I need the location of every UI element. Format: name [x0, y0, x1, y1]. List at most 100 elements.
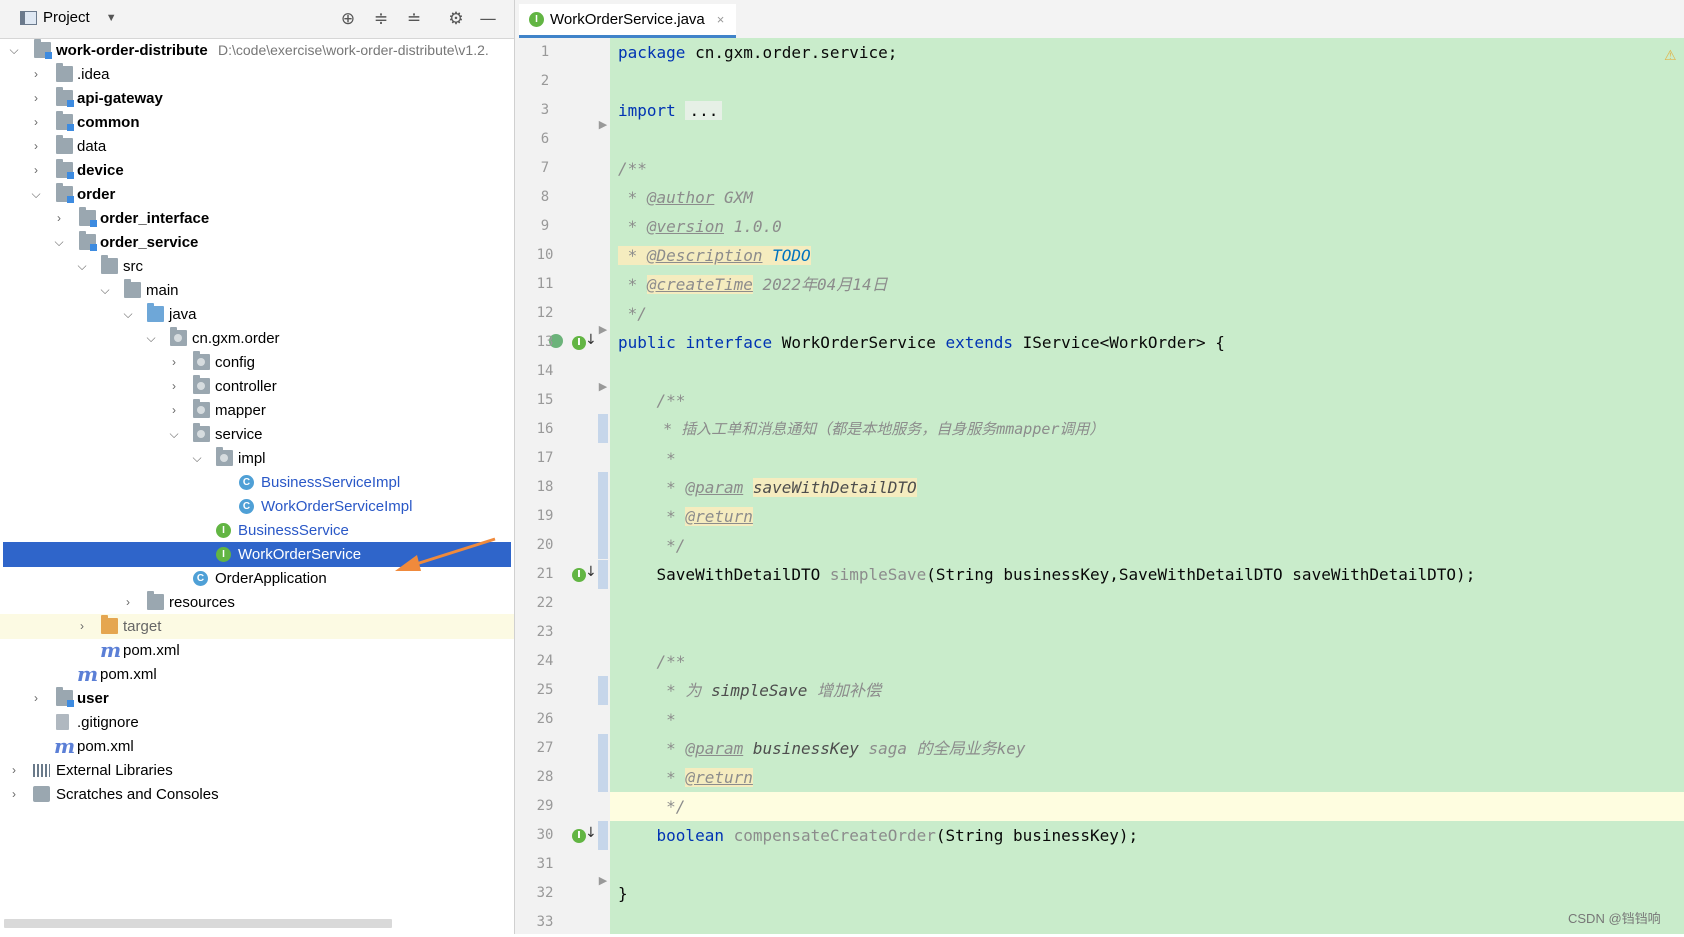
- horizontal-scrollbar[interactable]: [4, 919, 392, 928]
- tree-item-data[interactable]: › data: [0, 134, 514, 159]
- project-panel: Project ▼ ⊕ ≑ ≐ ⚙ — ⌵ work-order-distrib…: [0, 0, 515, 934]
- implemented-icon[interactable]: I↓: [572, 825, 597, 845]
- line-number: 33: [536, 914, 554, 930]
- tree-item-device[interactable]: › device: [0, 158, 514, 183]
- tree-item-external-libraries[interactable]: › External Libraries: [0, 758, 514, 783]
- chevron-right-icon[interactable]: ›: [34, 139, 38, 153]
- tree-item-label: order_interface: [100, 210, 210, 227]
- tree-item-user[interactable]: › user: [0, 686, 514, 711]
- code-line: /**: [618, 652, 686, 671]
- tree-item-label: pom.xml: [123, 642, 180, 659]
- chevron-down-icon[interactable]: ⌵: [169, 427, 179, 441]
- chevron-right-icon[interactable]: ›: [34, 91, 38, 105]
- tree-item-label: mapper: [215, 402, 266, 419]
- tree-item-src[interactable]: ⌵ src: [0, 254, 514, 279]
- line-number: 31: [536, 856, 554, 872]
- tree-item-scratches-and-consoles[interactable]: › Scratches and Consoles: [0, 782, 514, 807]
- chevron-right-icon[interactable]: ›: [34, 67, 38, 81]
- tree-item-pom-xml[interactable]: m pom.xml: [0, 662, 514, 687]
- chevron-right-icon[interactable]: ›: [80, 619, 84, 633]
- chevron-down-icon[interactable]: ⌵: [146, 331, 156, 345]
- tree-item-label: service: [215, 426, 263, 443]
- tree-item-resources[interactable]: › resources: [0, 590, 514, 615]
- watermark: CSDN @铛铛响: [1568, 911, 1661, 926]
- chevron-right-icon[interactable]: ›: [126, 595, 130, 609]
- tree-item-common[interactable]: › common: [0, 110, 514, 135]
- expand-all-icon[interactable]: ≑: [373, 9, 389, 29]
- chevron-right-icon[interactable]: ›: [34, 163, 38, 177]
- tree-item-idea[interactable]: › .idea: [0, 62, 514, 87]
- fold-icon[interactable]: ▶: [598, 118, 608, 131]
- tree-item-order-service[interactable]: ⌵ order_service: [0, 230, 514, 255]
- tree-item-order-application[interactable]: C OrderApplication: [0, 566, 514, 591]
- tree-item-work-order-service-impl[interactable]: C WorkOrderServiceImpl: [0, 494, 514, 519]
- fold-icon[interactable]: ▶: [598, 380, 608, 393]
- tree-item-api-gateway[interactable]: › api-gateway: [0, 86, 514, 111]
- chevron-right-icon[interactable]: ›: [12, 787, 16, 801]
- tree-item-service[interactable]: ⌵ service: [0, 422, 514, 447]
- spring-bean-icon[interactable]: [549, 334, 563, 348]
- tree-item-pom-xml[interactable]: m pom.xml: [0, 638, 514, 663]
- tree-item-label: src: [123, 258, 143, 275]
- tree-item-impl[interactable]: ⌵ impl: [0, 446, 514, 471]
- keyword: public: [618, 333, 676, 352]
- chevron-down-icon[interactable]: ⌵: [192, 451, 202, 465]
- tree-item-java[interactable]: ⌵ java: [0, 302, 514, 327]
- tree-item-controller[interactable]: › controller: [0, 374, 514, 399]
- tree-item-gitignore[interactable]: .gitignore: [0, 710, 514, 735]
- tree-item-business-service-impl[interactable]: C BusinessServiceImpl: [0, 470, 514, 495]
- tree-item-order[interactable]: ⌵ order: [0, 182, 514, 207]
- fold-icon[interactable]: ▶: [598, 323, 608, 336]
- line-number: 23: [536, 624, 554, 640]
- tab-work-order-service-java[interactable]: I WorkOrderService.java ×: [519, 4, 737, 38]
- chevron-down-icon[interactable]: ⌵: [123, 307, 133, 321]
- tree-item-main[interactable]: ⌵ main: [0, 278, 514, 303]
- tree-item-work-order-distribute[interactable]: ⌵ work-order-distribute D:\code\exercise…: [0, 38, 514, 63]
- tree-item-label: BusinessService: [238, 522, 349, 539]
- locate-icon[interactable]: ⊕: [340, 9, 356, 29]
- tree-item-work-order-service[interactable]: I WorkOrderService: [3, 542, 511, 567]
- tree-item-order-interface[interactable]: › order_interface: [0, 206, 514, 231]
- minimize-icon[interactable]: —: [479, 9, 497, 29]
- fold-icon[interactable]: ▶: [598, 874, 608, 887]
- tree-item-cn-gxm-order[interactable]: ⌵ cn.gxm.order: [0, 326, 514, 351]
- tree-item-business-service[interactable]: I BusinessService: [0, 518, 514, 543]
- tree-item-pom-xml[interactable]: m pom.xml: [0, 734, 514, 759]
- chevron-right-icon[interactable]: ›: [172, 403, 176, 417]
- implemented-icon[interactable]: I↓: [572, 332, 597, 352]
- tree-item-label: WorkOrderServiceImpl: [261, 498, 413, 515]
- chevron-down-icon[interactable]: ⌵: [100, 283, 110, 297]
- module-folder-icon: [79, 207, 97, 227]
- chevron-right-icon[interactable]: ›: [34, 115, 38, 129]
- warning-icon[interactable]: ⚠: [1664, 48, 1677, 64]
- chevron-down-icon[interactable]: ⌵: [9, 43, 19, 57]
- implemented-icon[interactable]: I↓: [572, 564, 597, 584]
- chevron-right-icon[interactable]: ›: [12, 763, 16, 777]
- tree-item-config[interactable]: › config: [0, 350, 514, 375]
- collapse-all-icon[interactable]: ≐: [406, 9, 422, 29]
- tree-item-mapper[interactable]: › mapper: [0, 398, 514, 423]
- close-icon[interactable]: ×: [716, 12, 725, 27]
- tree-item-label: main: [146, 282, 179, 299]
- javadoc-tag: @param: [685, 739, 744, 758]
- line-number: 1: [540, 44, 550, 60]
- tree-item-label: device: [77, 162, 124, 179]
- chevron-down-icon[interactable]: ⌵: [31, 187, 41, 201]
- chevron-right-icon[interactable]: ›: [57, 211, 61, 225]
- chevron-right-icon[interactable]: ›: [172, 355, 176, 369]
- folded-imports[interactable]: ...: [685, 101, 723, 120]
- tab-label: WorkOrderService.java: [550, 11, 705, 28]
- chevron-down-icon[interactable]: ⌵: [77, 259, 87, 273]
- code-line: * @author GXM: [618, 183, 753, 212]
- module-folder-icon: [56, 159, 74, 179]
- gear-icon[interactable]: ⚙: [448, 9, 464, 29]
- line-number: 19: [536, 508, 554, 524]
- keyword: interface: [685, 333, 773, 352]
- tree-item-target[interactable]: › target: [0, 614, 514, 639]
- code-line: * @return: [618, 763, 753, 792]
- chevron-right-icon[interactable]: ›: [34, 691, 38, 705]
- project-view-selector[interactable]: Project ▼: [20, 9, 117, 26]
- chevron-down-icon[interactable]: ⌵: [54, 235, 64, 249]
- chevron-right-icon[interactable]: ›: [172, 379, 176, 393]
- line-number: 6: [540, 131, 550, 147]
